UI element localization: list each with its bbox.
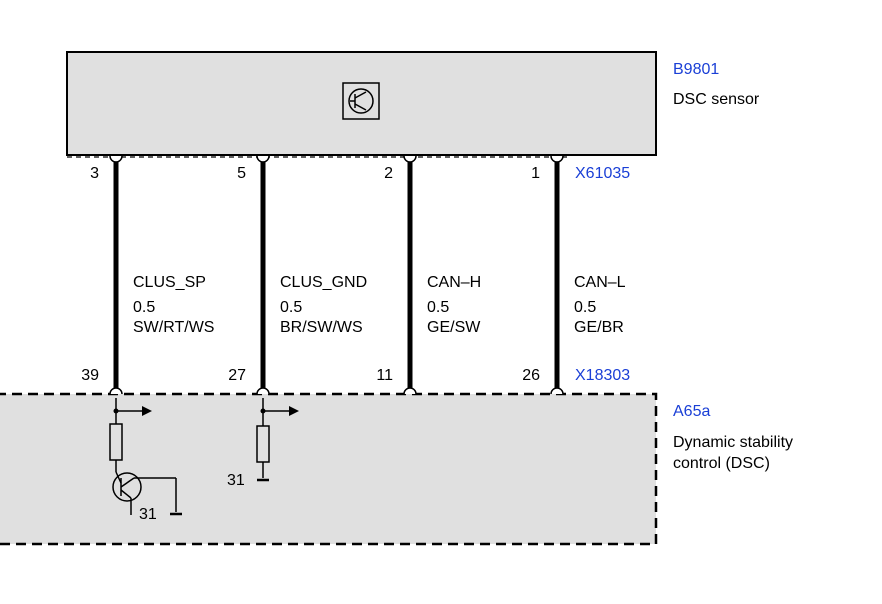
pin-bottom-3: 11: [376, 367, 393, 384]
wire-1-signal: CLUS_SP: [133, 274, 206, 291]
wire-2-signal: CLUS_GND: [280, 274, 367, 291]
wire-2: [256, 155, 270, 395]
wire-3: [403, 155, 417, 395]
transistor-circuit: [109, 398, 182, 516]
sensor-id[interactable]: B9801: [673, 61, 719, 78]
wire-2-size: 0.5: [280, 299, 302, 316]
connector-top-id[interactable]: X61035: [575, 165, 630, 182]
ground-label-left: 31: [139, 506, 157, 523]
wire-3-signal: CAN–H: [427, 274, 481, 291]
sensor-symbol-icon: [342, 82, 380, 120]
control-unit-id[interactable]: A65a: [673, 403, 710, 420]
wire-4-color: GE/BR: [574, 319, 624, 336]
pin-top-2: 5: [237, 165, 246, 182]
pin-bottom-2: 27: [228, 367, 246, 384]
pin-bottom-1: 39: [81, 367, 99, 384]
pin-top-4: 1: [531, 165, 540, 182]
control-unit-name-line2: control (DSC): [673, 455, 770, 472]
sensor-name: DSC sensor: [673, 91, 760, 108]
control-unit-name-line1: Dynamic stability: [673, 434, 793, 451]
wire-1: [109, 155, 123, 395]
wire-2-color: BR/SW/WS: [280, 319, 363, 336]
pin-top-3: 2: [384, 165, 393, 182]
wire-3-size: 0.5: [427, 299, 449, 316]
wire-1-size: 0.5: [133, 299, 155, 316]
pin-top-1: 3: [90, 165, 99, 182]
pin-bottom-4: 26: [522, 367, 540, 384]
wire-4: [550, 155, 564, 395]
wire-1-color: SW/RT/WS: [133, 319, 214, 336]
wire-4-size: 0.5: [574, 299, 596, 316]
resistor-circuit: [256, 398, 299, 482]
wire-3-color: GE/SW: [427, 319, 481, 336]
connector-bottom-id[interactable]: X18303: [575, 367, 630, 384]
control-unit-box: [0, 392, 658, 546]
ground-label-right: 31: [227, 472, 245, 489]
wire-4-signal: CAN–L: [574, 274, 626, 291]
